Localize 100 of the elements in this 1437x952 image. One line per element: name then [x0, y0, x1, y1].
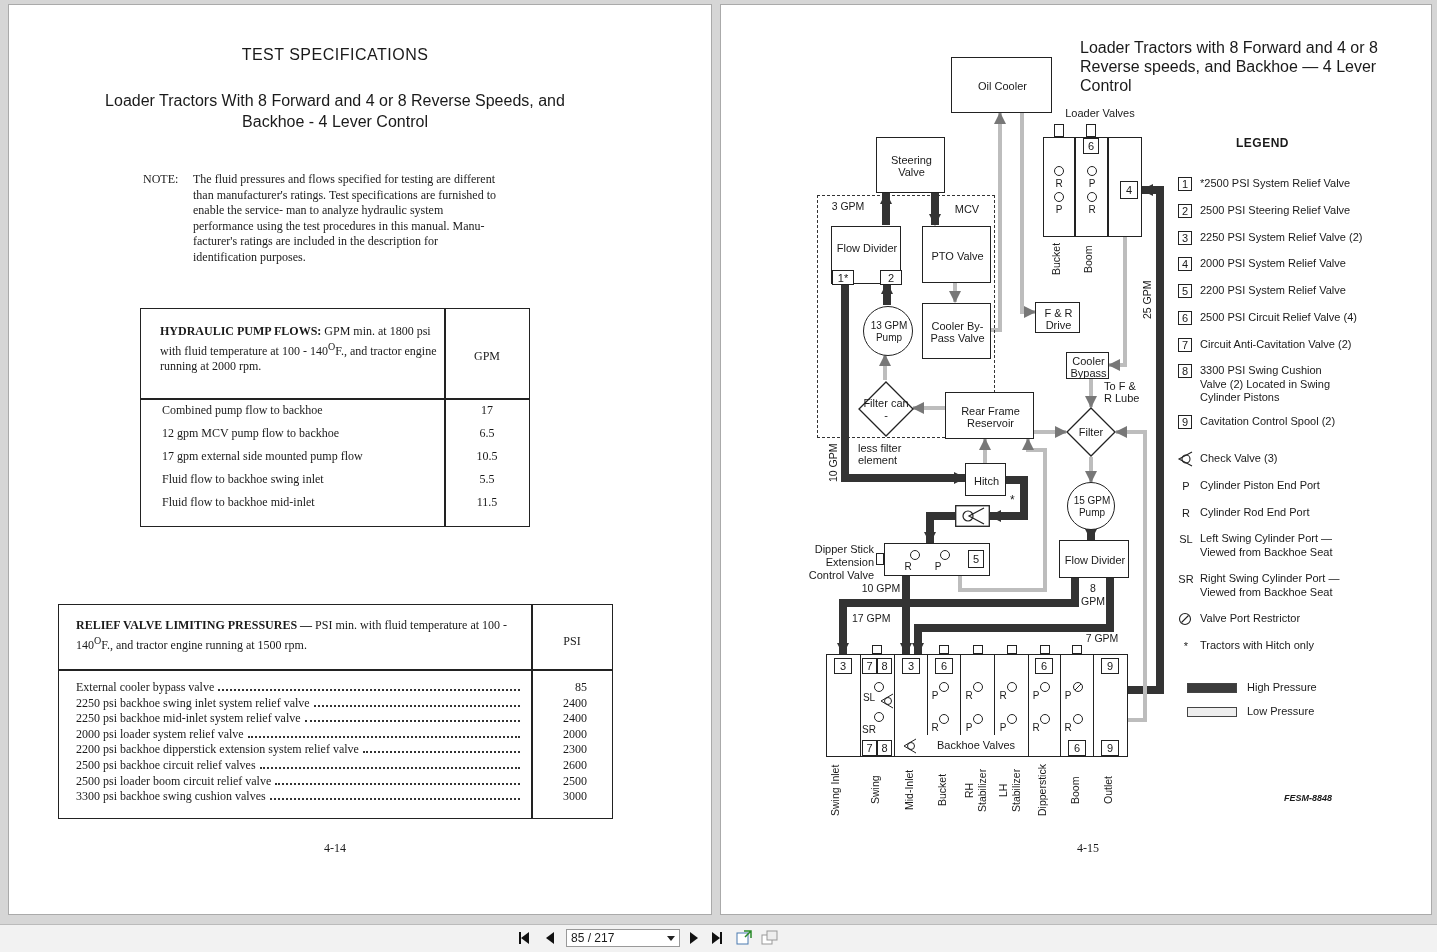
hydraulic-line [1115, 426, 1147, 722]
hydraulic-line [1085, 379, 1097, 408]
component-box [831, 226, 901, 284]
component-label: Flow Divider [835, 240, 899, 256]
number-tag: 6 [935, 658, 953, 674]
component-box [951, 57, 1052, 113]
table-cell-text: 2000 [562, 726, 587, 742]
legend-key: 9 [1178, 415, 1192, 429]
legend-text: 2500 PSI Circuit Relief Valve (4) [1200, 311, 1358, 325]
number-tag: 3 [834, 658, 852, 674]
table-cell-text: 2300 [562, 742, 587, 758]
hitch-mark: * [1010, 494, 1016, 506]
number-tag: 1* [832, 270, 854, 285]
section-label: Mid-Inlet [903, 768, 916, 813]
port-letter: R [964, 690, 974, 702]
filter-diamond [858, 381, 914, 437]
table-cell-text: Combined pump flow to backhoe [162, 403, 324, 419]
hydraulic-line [1085, 529, 1097, 541]
note-label: NOTE: [143, 172, 180, 188]
hydraulic-line [880, 192, 892, 225]
legend-text: Circuit Anti-Cavitation Valve (2) [1200, 338, 1353, 352]
port-letter: R [1063, 722, 1073, 734]
legend-text: 2250 PSI System Relief Valve (2) [1200, 231, 1364, 245]
number-tag: 2 [880, 270, 902, 285]
table-cell-text: 10.5 [475, 449, 499, 465]
number-tag: 8 [877, 658, 892, 674]
number-tag: 6 [1083, 138, 1099, 154]
component-label: Filter [1078, 426, 1104, 438]
component-label: 15 GPM Pump [1072, 495, 1112, 519]
component-label: 13 GPM Pump [869, 320, 909, 344]
legend-text: 2500 PSI Steering Relief Valve [1200, 204, 1352, 218]
section-label: Bucket [936, 772, 949, 809]
table-header: GPM [473, 349, 501, 365]
hydraulic-line [958, 438, 1047, 592]
port-letter: P [964, 722, 974, 734]
flow-rate-label: 10 GPM [860, 582, 902, 595]
port-letter: P [998, 722, 1008, 734]
table-cell: 3300 psi backhoe swing cushion valves [76, 789, 522, 805]
port-letter: R [998, 690, 1008, 702]
legend-key: 8 [1178, 364, 1192, 378]
component-label: Dipper Stick Extension Control Valve [807, 543, 874, 583]
hydraulic-line [924, 512, 955, 544]
legend-key: SL [1174, 532, 1198, 546]
hydraulic-line [1128, 184, 1164, 694]
port-letter: SR [861, 724, 877, 736]
table-cell: 2000 psi loader system relief valve [76, 726, 522, 742]
number-tag: 9 [1101, 740, 1119, 756]
port-letter: R [903, 561, 913, 573]
flow-rate-label: 3 GPM [830, 200, 866, 213]
page-number-field: 85 / 217 [566, 929, 680, 947]
document-code: FESM-8848 [1284, 793, 1334, 805]
hydraulic-line [949, 282, 961, 303]
port-letter: SL [861, 692, 877, 704]
hydraulic-line [990, 112, 1006, 332]
legend-text: Tractors with Hitch only [1200, 639, 1315, 653]
number-tag: 6 [1068, 740, 1086, 756]
component-label: PTO Valve [931, 249, 984, 262]
hydraulic-line [1034, 426, 1067, 438]
page-subheading: Loader Tractors With 8 Forward and 4 or 8 Reverse Speeds, and Backhoe - 4 Lever Control [104, 91, 566, 132]
legend-text: *2500 PSI System Relief Valve [1200, 177, 1352, 191]
component-label: Backhoe Valves [935, 738, 1017, 752]
hydraulic-line [837, 578, 1079, 655]
legend-text: High Pressure [1247, 681, 1318, 695]
section-label: RH Stabilizer [963, 767, 989, 814]
number-tag: 4 [1120, 181, 1138, 199]
legend-key: R [1174, 506, 1198, 520]
component-label: Rear Frame Reservoir [960, 404, 1021, 429]
component-label: MCV [953, 202, 981, 216]
number-tag: 6 [1035, 658, 1053, 674]
legend-text: Low Pressure [1247, 705, 1316, 719]
section-label: Outlet [1102, 775, 1115, 806]
table-cell-text: 12 gpm MCV pump flow to backhoe [162, 426, 341, 442]
number-tag: 7 [862, 658, 877, 674]
component-label: Steering Valve [890, 154, 933, 178]
component-box [922, 303, 991, 359]
port-letter: P [930, 690, 940, 702]
number-tag: 7 [862, 740, 877, 756]
hydraulic-line [900, 576, 912, 655]
legend-text: 3300 PSI Swing Cushion Valve (2) Located in Swing Cylinder Pistons [1200, 364, 1332, 404]
page-heading: Loader Tractors with 8 Forward and 4 or 8 Reverse speeds, and Backhoe — 4 Lever Control [1080, 38, 1379, 96]
number-tag: 8 [877, 740, 892, 756]
legend-text: Cylinder Rod End Port [1200, 506, 1311, 520]
hydraulic-line [912, 402, 945, 414]
component-label: Loader Valves [1064, 106, 1136, 120]
section-label: Swing Inlet [829, 763, 842, 818]
hydraulic-line [881, 282, 893, 305]
port-letter: P [933, 561, 943, 573]
table-cell-text: 2400 [562, 711, 587, 727]
legend-text: 2200 PSI System Relief Valve [1200, 284, 1347, 298]
hydraulic-line [879, 354, 891, 380]
table-cell-text: 2600 [562, 758, 587, 773]
filter-diamond [1066, 407, 1116, 457]
table-header: HYDRAULIC PUMP FLOWS: GPM min. at 1800 psi with fluid temperature at 100 - 140$^{O}$F., and tractor engine running at 2000 rpm. [160, 324, 438, 375]
component-label: F & R Drive [1043, 306, 1074, 331]
component-label: Hitch [973, 474, 1000, 487]
legend-text: Valve Port Restrictor [1200, 612, 1302, 626]
port-letter: P [1063, 690, 1073, 702]
legend-key: 7 [1178, 338, 1192, 352]
legend-text: Check Valve (3) [1200, 452, 1279, 466]
legend-key: P [1174, 479, 1198, 493]
